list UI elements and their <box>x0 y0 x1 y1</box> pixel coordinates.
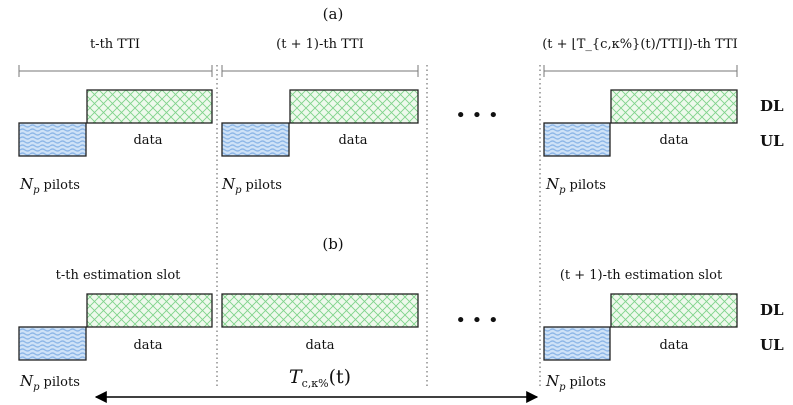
data-label: data <box>338 133 367 148</box>
dl-label: DL <box>760 301 784 319</box>
dl-data-block <box>86 293 213 328</box>
tti-label-3: (t + ⌊T_{c,κ%}(t)/TTI⌋)-th TTI <box>542 37 738 52</box>
ul-label: UL <box>760 336 784 354</box>
dl-data-block <box>86 89 213 124</box>
tti-label-1: t-th TTI <box>90 37 140 52</box>
ul-pilot-block <box>543 122 611 157</box>
ul-pilot-block <box>543 326 611 361</box>
coherence-time-label: Tc,κ%(t) <box>289 366 351 390</box>
dl-data-block <box>610 293 738 328</box>
ul-pilot-block <box>18 326 87 361</box>
tti-bracket <box>221 65 419 77</box>
dl-data-block <box>610 89 738 124</box>
slot-label-1: t-th estimation slot <box>56 268 182 283</box>
slot-label-2: (t + 1)-th estimation slot <box>560 268 723 283</box>
ellipsis: • • • <box>455 105 498 126</box>
dl-label: DL <box>760 97 784 115</box>
dl-data-block <box>289 89 419 124</box>
data-label: data <box>133 133 162 148</box>
panel-a-caption: (a) <box>323 5 344 23</box>
panel-b-caption: (b) <box>322 235 343 253</box>
tti-bracket <box>543 65 738 77</box>
ellipsis: • • • <box>455 310 498 331</box>
tti-bracket <box>18 65 213 77</box>
dl-data-block <box>221 293 419 328</box>
data-label: data <box>305 338 334 353</box>
data-label: data <box>133 338 162 353</box>
data-label: data <box>659 133 688 148</box>
data-label: data <box>659 338 688 353</box>
tti-label-2: (t + 1)-th TTI <box>276 37 364 52</box>
ul-pilot-block <box>18 122 87 157</box>
ul-label: UL <box>760 132 784 150</box>
ul-pilot-block <box>221 122 290 157</box>
